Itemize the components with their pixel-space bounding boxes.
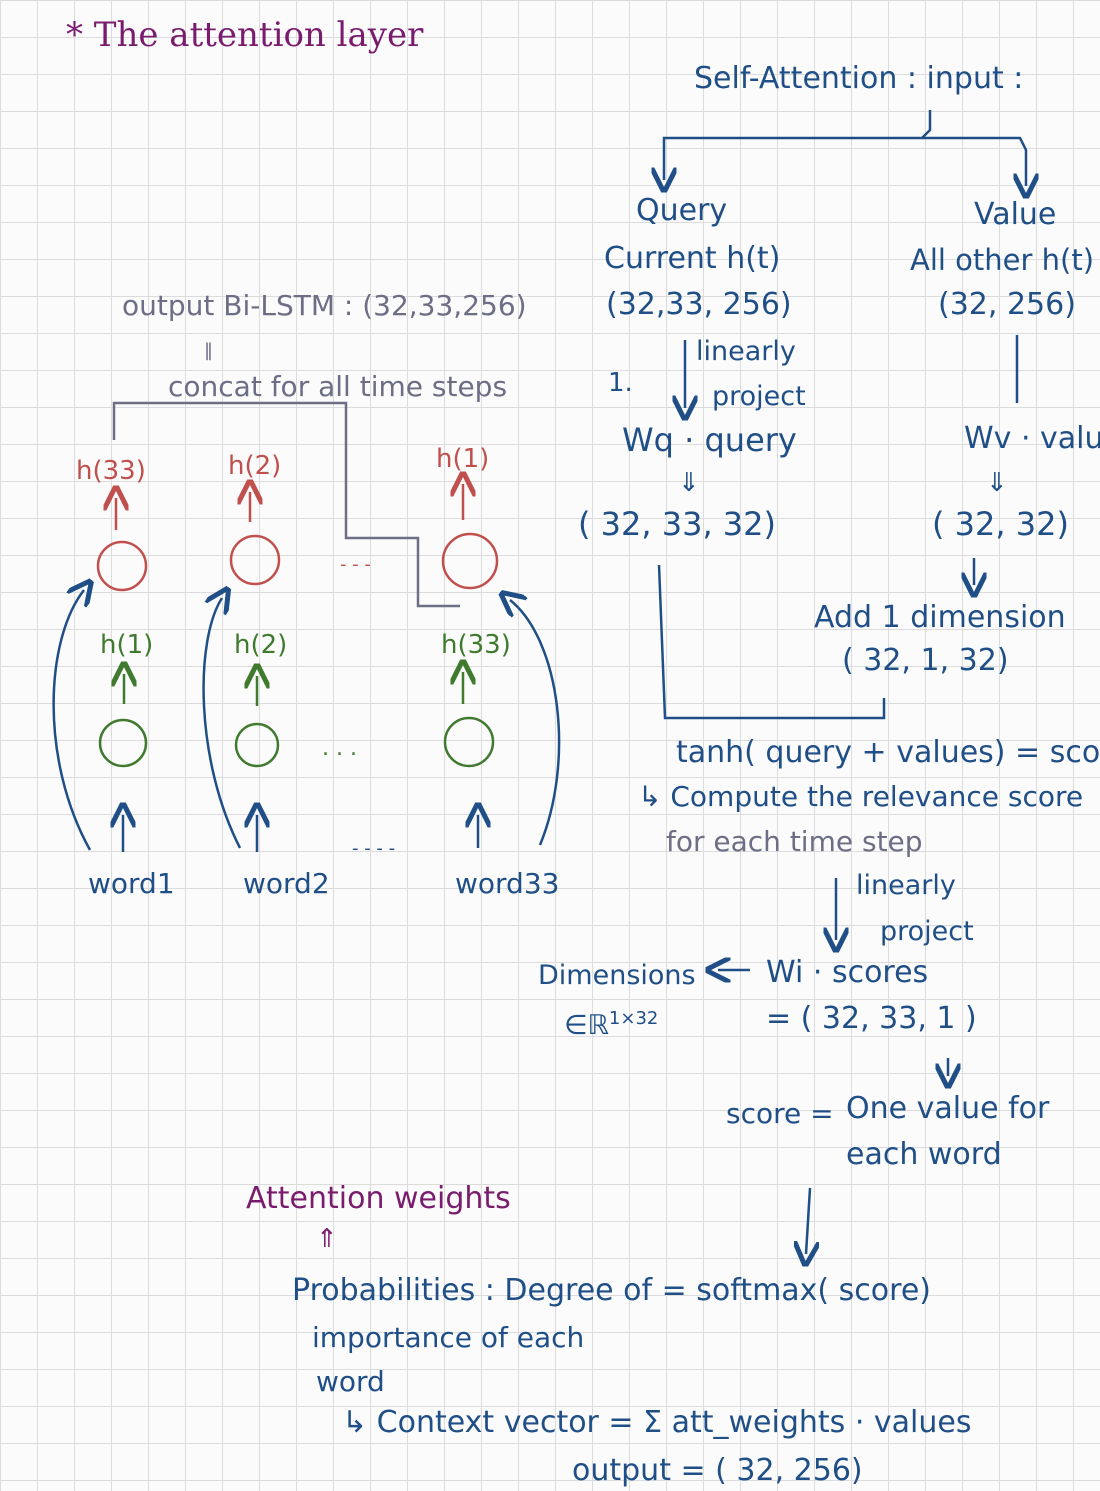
wv-shape: ( 32, 32) <box>932 505 1069 543</box>
tanh-scores: tanh( query + values) = scores <box>676 735 1100 770</box>
bottom-hidden-label-3: h(33) <box>441 630 511 660</box>
add-dimension-shape: ( 32, 1, 32) <box>842 643 1009 678</box>
concat-bracket <box>112 401 460 608</box>
one-value-line-1: One value for <box>846 1091 1050 1126</box>
value-shape: (32, 256) <box>938 287 1076 322</box>
bottom-dots: - - - - <box>352 838 396 859</box>
dimension-space-symbol: ∈ℝ <box>564 1010 609 1041</box>
wq-arrow: ⇓ <box>678 468 700 498</box>
wv-values: Wv · values <box>964 421 1100 456</box>
dimensions-label: Dimensions <box>538 960 696 991</box>
lstm-output-label: output Bi-LSTM : (32,33,256) <box>122 289 527 322</box>
mid-dots: . . . <box>322 736 357 761</box>
linearly-label-2: linearly <box>856 870 956 901</box>
attention-weights-arrow: ⇑ <box>316 1224 338 1254</box>
importance-line-2: word <box>316 1365 385 1398</box>
lstm-top-cell-3 <box>441 532 499 590</box>
self-attention-header: Self-Attention : input : <box>694 61 1024 96</box>
wi-shape: = ( 32, 33, 1 ) <box>766 1001 977 1036</box>
project-label-2: project <box>880 916 974 947</box>
lstm-top-cell-2 <box>229 534 281 586</box>
compute-line-2: for each time step <box>666 825 923 858</box>
project-label: project <box>712 381 806 412</box>
lstm-bottom-cell-1 <box>98 718 148 768</box>
step-number: 1. <box>608 368 633 398</box>
score-equals: score = <box>726 1097 834 1130</box>
lstm-top-cell-1 <box>96 540 148 592</box>
add-dimension: Add 1 dimension <box>814 600 1066 635</box>
wv-arrow: ⇓ <box>986 468 1008 498</box>
output-shape: output = ( 32, 256) <box>572 1453 863 1488</box>
importance-line-1: importance of each <box>312 1321 585 1354</box>
one-value-line-2: each word <box>846 1137 1002 1172</box>
wq-shape: ( 32, 33, 32) <box>578 505 776 543</box>
lstm-bottom-cell-2 <box>234 722 280 768</box>
top-hidden-label-2: h(2) <box>228 451 282 481</box>
probabilities-line: Probabilities : Degree of = softmax( sco… <box>292 1273 931 1308</box>
word-label-1: word1 <box>88 867 175 900</box>
wi-scores: Wi · scores <box>766 955 929 990</box>
attention-weights: Attention weights <box>246 1181 511 1216</box>
query-title: Query <box>636 193 728 228</box>
bottom-hidden-label-1: h(1) <box>100 630 154 660</box>
dimension-space-exponent: 1×32 <box>608 1008 659 1029</box>
query-desc: Current h(t) <box>604 241 781 276</box>
lstm-bottom-cell-3 <box>443 716 495 768</box>
compute-line-1: ↳ Compute the relevance score <box>638 780 1084 813</box>
bottom-hidden-label-2: h(2) <box>234 630 288 660</box>
dimension-space: ∈ℝ1×32 <box>564 1008 659 1041</box>
value-title: Value <box>974 197 1057 232</box>
wq-query: Wq · query <box>622 421 797 459</box>
top-hidden-label-3: h(1) <box>436 444 490 474</box>
value-desc: All other h(t) <box>910 243 1095 277</box>
query-shape: (32,33, 256) <box>606 287 792 322</box>
word-label-3: word33 <box>455 867 560 900</box>
top-dots: - - - <box>340 554 371 575</box>
linearly-label: linearly <box>696 336 796 367</box>
top-hidden-label-1: h(33) <box>76 456 146 486</box>
context-vector: ↳ Context vector = Σ att_weights · value… <box>342 1405 972 1440</box>
page-title: * The attention layer <box>66 15 424 55</box>
word-label-2: word2 <box>243 867 330 900</box>
equals-mark: ‖ <box>204 340 213 361</box>
concat-label: concat for all time steps <box>168 370 508 403</box>
